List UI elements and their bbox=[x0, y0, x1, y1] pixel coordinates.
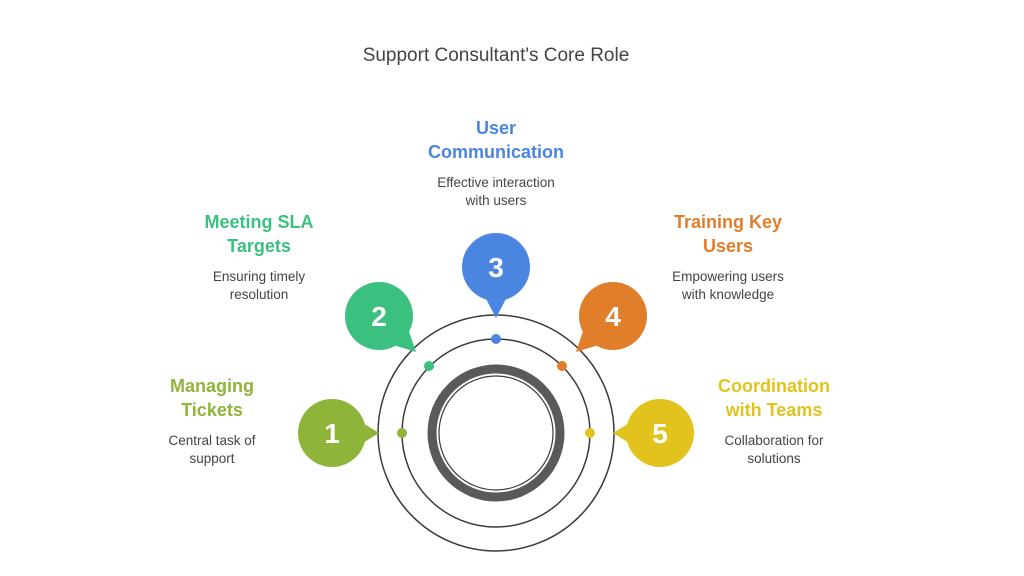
marker-number: 1 bbox=[324, 418, 340, 449]
description-line: resolution bbox=[229, 287, 289, 302]
description-user-communication: Effective interaction with users bbox=[416, 174, 576, 210]
speech-bubble-icon bbox=[462, 233, 530, 301]
description-line: with users bbox=[465, 193, 527, 208]
description-line: support bbox=[189, 451, 235, 466]
description-line: Effective interaction bbox=[437, 175, 555, 190]
heading-training-key-users: Training Key Users bbox=[648, 210, 808, 258]
description-meeting-sla-targets: Ensuring timely resolution bbox=[179, 268, 339, 304]
heading-line: Managing bbox=[170, 376, 254, 396]
ring-dot bbox=[397, 428, 407, 438]
heading-user-communication: User Communication bbox=[416, 116, 576, 164]
marker-5: 5 bbox=[585, 399, 694, 467]
ring-dot bbox=[491, 334, 501, 344]
heading-line: Training Key bbox=[673, 212, 783, 232]
speech-bubble-icon bbox=[345, 282, 413, 350]
description-managing-tickets: Central task of support bbox=[132, 432, 292, 468]
marker-2: 2 bbox=[345, 282, 434, 371]
description-line: Central task of bbox=[168, 433, 256, 448]
description-line: Empowering users bbox=[672, 269, 784, 284]
page-title: Support Consultant's Core Role bbox=[362, 45, 630, 66]
heading-meeting-sla-targets: Meeting SLA Targets bbox=[179, 210, 339, 258]
ring-dot bbox=[424, 361, 434, 371]
ring-dot bbox=[585, 428, 595, 438]
heading-line: Communication bbox=[427, 142, 564, 162]
heading-line: Coordination bbox=[718, 376, 830, 396]
heading-line: Targets bbox=[227, 236, 291, 256]
marker-number: 3 bbox=[488, 252, 504, 283]
speech-bubble-icon bbox=[579, 282, 647, 350]
marker-1: 1 bbox=[298, 399, 407, 467]
marker-number: 2 bbox=[371, 301, 387, 332]
speech-bubble-icon bbox=[626, 399, 694, 467]
core-ring bbox=[427, 364, 565, 502]
heading-line: Users bbox=[702, 236, 754, 256]
heading-line: User bbox=[475, 118, 517, 138]
marker-number: 4 bbox=[605, 301, 621, 332]
marker-number: 5 bbox=[652, 418, 668, 449]
marker-4: 4 bbox=[557, 282, 647, 371]
speech-bubble-icon bbox=[298, 399, 366, 467]
description-coordination-with-teams: Collaboration for solutions bbox=[694, 432, 854, 468]
description-line: Ensuring timely bbox=[212, 269, 306, 284]
ring-dot bbox=[557, 361, 567, 371]
description-line: with knowledge bbox=[681, 287, 775, 302]
heading-line: with Teams bbox=[725, 400, 823, 420]
description-training-key-users: Empowering users with knowledge bbox=[648, 268, 808, 304]
marker-3: 3 bbox=[462, 233, 530, 344]
heading-line: Tickets bbox=[181, 400, 243, 420]
heading-managing-tickets: Managing Tickets bbox=[132, 374, 292, 422]
heading-coordination-with-teams: Coordination with Teams bbox=[694, 374, 854, 422]
core-ring-inner-edge bbox=[438, 375, 554, 491]
description-line: solutions bbox=[747, 451, 801, 466]
description-line: Collaboration for bbox=[724, 433, 824, 448]
heading-line: Meeting SLA bbox=[204, 212, 314, 232]
